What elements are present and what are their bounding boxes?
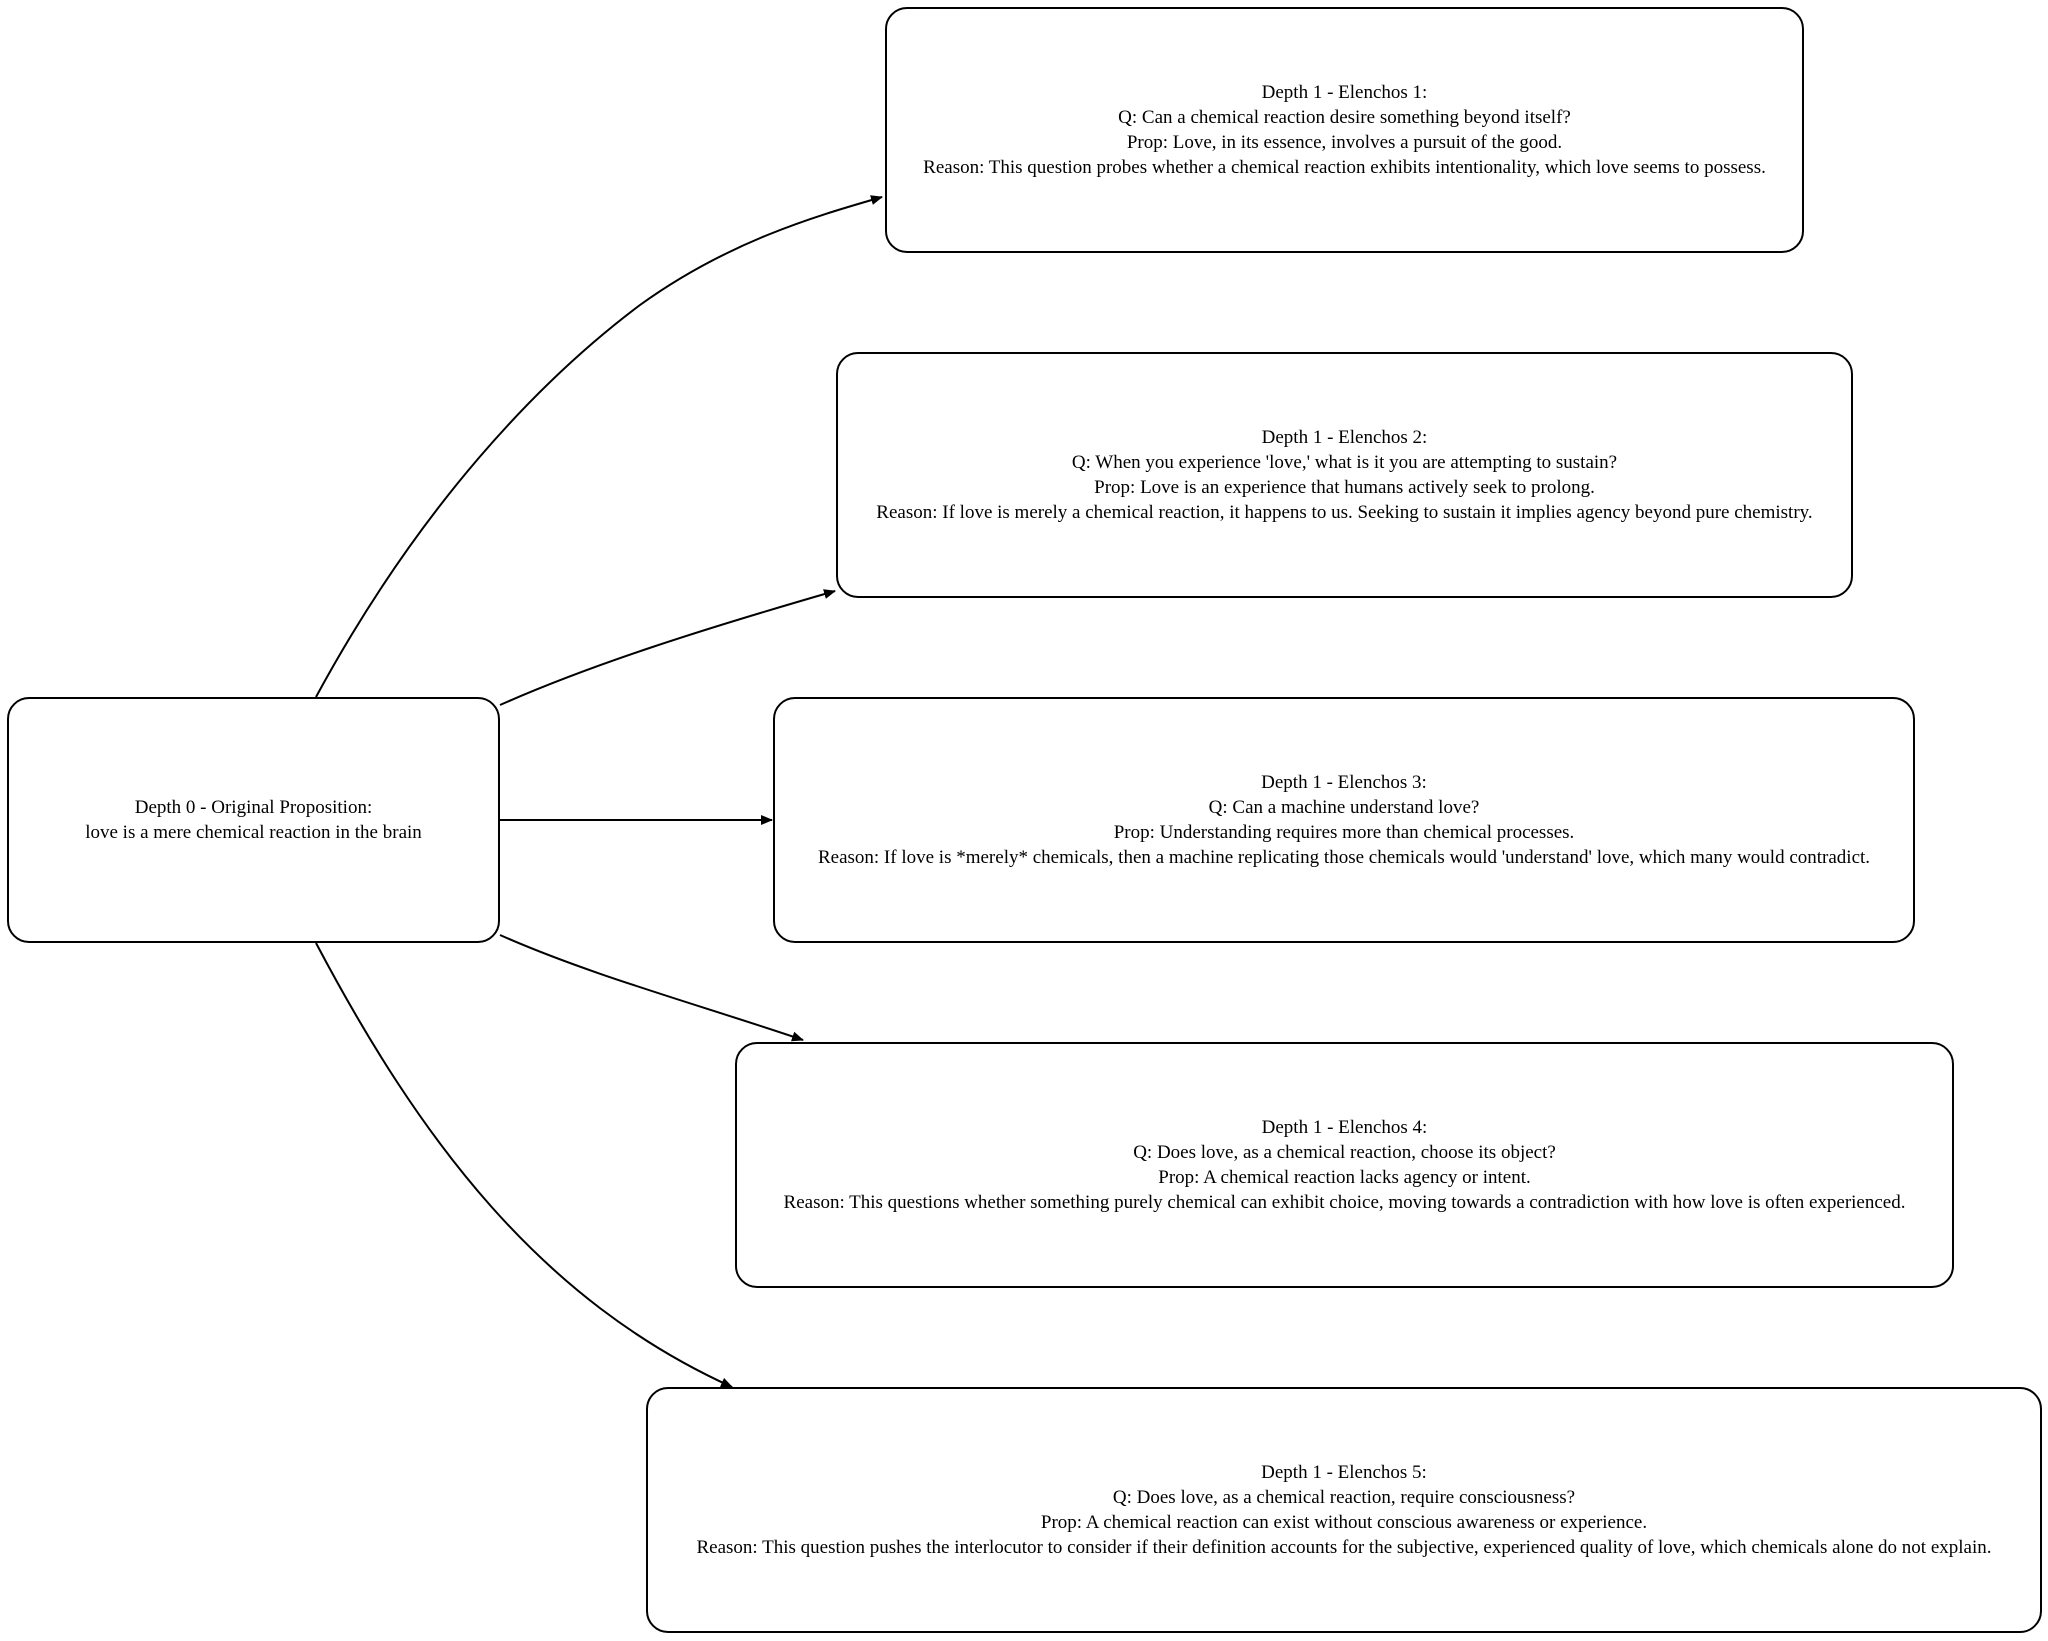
- root-node: Depth 0 - Original Proposition: love is …: [7, 697, 500, 943]
- elenchos-question: Q: Does love, as a chemical reaction, re…: [1112, 1487, 1576, 1508]
- elenchos-reason: Reason: If love is merely a chemical rea…: [876, 502, 1813, 523]
- elenchos-proposition: Prop: Love, in its essence, involves a p…: [1126, 132, 1563, 153]
- edge-to-elenchos-5: [315, 942, 733, 1388]
- root-text: love is a mere chemical reaction in the …: [85, 822, 422, 843]
- elenchos-title: Depth 1 - Elenchos 4:: [1261, 1117, 1428, 1138]
- elenchos-question: Q: Can a machine understand love?: [1208, 797, 1480, 818]
- elenchos-title: Depth 1 - Elenchos 2:: [1261, 427, 1428, 448]
- edge-to-elenchos-2: [499, 589, 836, 706]
- elenchos-reason: Reason: This questions whether something…: [783, 1192, 1906, 1213]
- elenchos-node-4: Depth 1 - Elenchos 4: Q: Does love, as a…: [735, 1042, 1954, 1288]
- elenchos-title: Depth 1 - Elenchos 3:: [1261, 772, 1427, 793]
- elenchos-proposition: Prop: Understanding requires more than c…: [1113, 822, 1575, 843]
- elenchos-reason: Reason: This question pushes the interlo…: [696, 1537, 1992, 1558]
- elenchos-title: Depth 1 - Elenchos 5:: [1261, 1462, 1427, 1483]
- elenchos-reason: Reason: This question probes whether a c…: [923, 157, 1766, 178]
- elenchos-node-3: Depth 1 - Elenchos 3: Q: Can a machine u…: [773, 697, 1915, 943]
- elenchos-reason: Reason: If love is *merely* chemicals, t…: [817, 847, 1871, 868]
- root-title: Depth 0 - Original Proposition:: [134, 797, 373, 818]
- elenchos-node-5: Depth 1 - Elenchos 5: Q: Does love, as a…: [646, 1387, 2042, 1633]
- elenchos-title: Depth 1 - Elenchos 1:: [1261, 82, 1428, 103]
- elenchos-proposition: Prop: A chemical reaction can exist with…: [1040, 1512, 1648, 1533]
- elenchos-proposition: Prop: A chemical reaction lacks agency o…: [1158, 1167, 1531, 1188]
- elenchos-question: Q: Does love, as a chemical reaction, ch…: [1133, 1142, 1556, 1163]
- edge-to-elenchos-1: [315, 195, 883, 698]
- elenchos-node-1: Depth 1 - Elenchos 1: Q: Can a chemical …: [885, 7, 1804, 253]
- edge-to-elenchos-4: [499, 934, 804, 1042]
- elenchos-question: Q: When you experience 'love,' what is i…: [1071, 452, 1618, 473]
- elenchos-question: Q: Can a chemical reaction desire someth…: [1118, 107, 1571, 128]
- elenchos-proposition: Prop: Love is an experience that humans …: [1094, 477, 1595, 498]
- elenchos-node-2: Depth 1 - Elenchos 2: Q: When you experi…: [836, 352, 1853, 598]
